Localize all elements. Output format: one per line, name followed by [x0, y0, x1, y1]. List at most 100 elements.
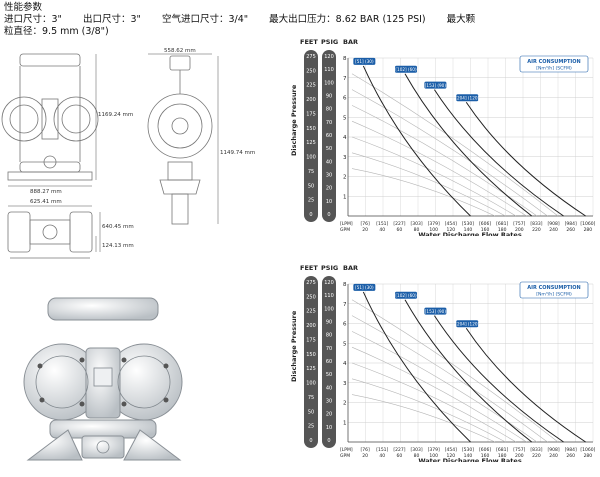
air-label-box [395, 291, 417, 299]
feet-tick: 250 [306, 68, 316, 74]
feet-tick: 250 [306, 294, 316, 300]
psig-tick: 100 [324, 80, 334, 86]
lpm-tick: [681] [496, 221, 508, 227]
gpm-tick: 280 [584, 227, 593, 233]
gpm-unit: GPM [340, 227, 350, 233]
feet-tick: 50 [308, 409, 314, 415]
gpm-tick: 120 [447, 227, 456, 233]
flow-curve [433, 89, 564, 217]
feet-tick: 150 [306, 352, 316, 358]
lpm-unit: [LPM] [340, 221, 353, 227]
pump-top-view [7, 211, 93, 259]
air-label: [204] (120) [455, 322, 479, 327]
psig-tick: 20 [326, 186, 332, 192]
psig-tick: 80 [326, 107, 332, 113]
bar-tick: 7 [343, 76, 347, 82]
psig-tick: 60 [326, 359, 332, 365]
bar-tick: 6 [343, 96, 347, 102]
dim-side-width: 558.62 mm [164, 48, 196, 54]
feet-tick: 25 [308, 424, 314, 430]
lpm-tick: [454] [445, 447, 457, 453]
psig-tick: 70 [326, 120, 332, 126]
dim-side-height: 1149.74 mm [220, 150, 255, 156]
bar-tick: 8 [343, 282, 347, 288]
gpm-tick: 160 [481, 453, 490, 459]
flow-curve [404, 299, 533, 443]
psig-tick: 10 [326, 199, 332, 205]
air-label-box [424, 307, 447, 315]
bar-tick: 5 [343, 341, 347, 347]
psig-tick: 30 [326, 399, 332, 405]
psig-scale-bar [322, 276, 336, 448]
reference-curve [351, 168, 496, 217]
dimension-drawings: 1169.24 mm 888.27 mm 558.62 mm 1149.74 m… [1, 48, 255, 259]
spec-line: 进口尺寸：3" 出口尺寸：3" 空气进口尺寸：3/4" 最大出口压力：8.62 … [4, 14, 596, 26]
air-label: [102] (60) [395, 293, 417, 298]
gpm-tick: 20 [362, 227, 368, 233]
legend-box [519, 281, 589, 299]
unit-feet: FEET [300, 264, 318, 272]
lpm-tick: [76] [361, 221, 370, 227]
gpm-tick: 260 [566, 453, 575, 459]
gpm-tick: 100 [429, 453, 438, 459]
gpm-tick: 140 [464, 453, 473, 459]
flow-curve [362, 291, 471, 443]
unit-psig: PSIG [321, 38, 338, 46]
lpm-tick: [151] [376, 447, 388, 453]
legend-title: AIR CONSUMPTION [527, 59, 580, 65]
bar-tick: 6 [343, 322, 347, 328]
reference-curve [351, 73, 559, 217]
legend-units: [Nm³/h] (SCFM) [536, 66, 572, 72]
bar-tick: 1 [343, 194, 347, 200]
spec-title: 性能参数 [4, 2, 43, 13]
feet-tick: 275 [306, 54, 316, 60]
feet-tick: 200 [306, 323, 316, 329]
dim-top-width: 625.41 mm [30, 199, 62, 205]
air-label-box [456, 94, 479, 102]
gpm-tick: 40 [379, 227, 385, 233]
unit-bar: BAR [343, 264, 358, 272]
feet-tick: 175 [306, 337, 316, 343]
reference-curve [351, 152, 506, 217]
bar-tick: 2 [343, 175, 347, 181]
reference-curve [351, 105, 538, 217]
x-axis-label: Water Discharge Flow Rates [418, 457, 522, 462]
reference-curve [351, 315, 548, 443]
lpm-tick: [908] [548, 221, 560, 227]
feet-tick: 75 [308, 395, 314, 401]
gpm-tick: 180 [498, 227, 507, 233]
pump-side-view [147, 55, 213, 225]
reference-curve [351, 136, 517, 217]
gpm-tick: 140 [464, 227, 473, 233]
feet-tick: 175 [306, 111, 316, 117]
reference-curve [351, 299, 559, 443]
lpm-tick: [76] [361, 447, 370, 453]
air-label-box [424, 81, 447, 89]
reference-curve [351, 346, 527, 443]
gpm-tick: 200 [515, 227, 524, 233]
unit-feet: FEET [300, 38, 318, 46]
psig-tick: 30 [326, 173, 332, 179]
psig-tick: 20 [326, 412, 332, 418]
lpm-tick: [530] [462, 447, 474, 453]
gpm-tick: 80 [414, 227, 420, 233]
lpm-tick: [984] [565, 221, 577, 227]
chart-grid [304, 276, 594, 448]
gpm-tick: 20 [362, 453, 368, 459]
lpm-tick: [1060] [580, 447, 595, 453]
gpm-tick: 160 [481, 227, 490, 233]
spec-outlet: 出口尺寸：3" [82, 14, 141, 25]
unit-bar: BAR [343, 38, 358, 46]
feet-scale-bar [304, 50, 318, 222]
feet-tick: 25 [308, 198, 314, 204]
lpm-tick: [227] [393, 221, 405, 227]
feet-tick: 100 [306, 381, 316, 387]
flow-curve [433, 315, 564, 443]
feet-tick: 225 [306, 83, 316, 89]
bar-tick: 2 [343, 401, 347, 407]
reference-curve [351, 120, 527, 217]
lpm-tick: [757] [513, 447, 525, 453]
pump-photo [23, 297, 183, 461]
bar-tick: 4 [343, 135, 347, 141]
